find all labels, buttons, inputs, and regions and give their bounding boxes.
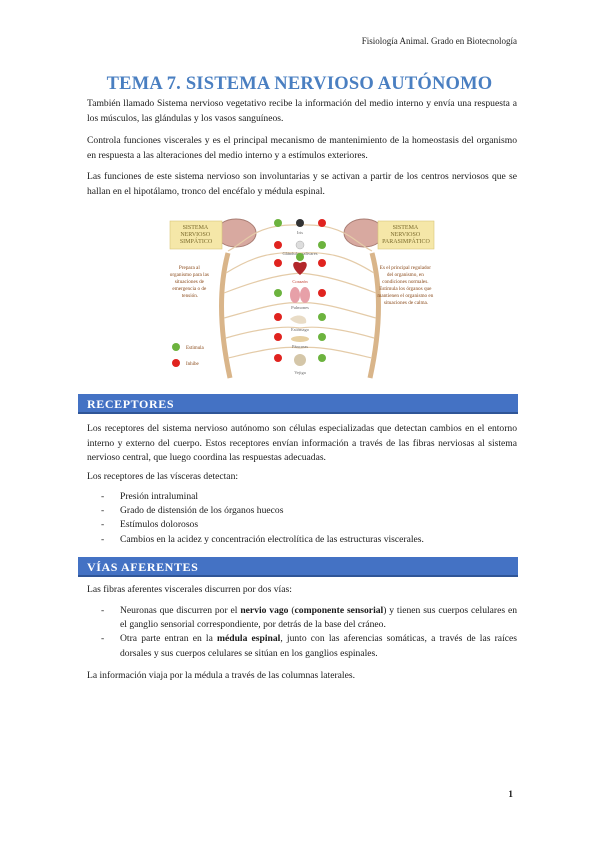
stimulate-dot <box>318 333 326 341</box>
organ-label-bladder: Vejiga <box>294 370 306 375</box>
organ-label-pancreas: Páncreas <box>292 344 308 349</box>
page-number: 1 <box>508 790 513 800</box>
sympathetic-description: Prepara al organismo para las situacione… <box>170 265 210 299</box>
heart-icon <box>293 261 307 275</box>
inhibit-dot <box>274 259 282 267</box>
inhibit-dot <box>318 289 326 297</box>
inhibit-dot <box>318 259 326 267</box>
legend-stimulate-swatch <box>172 343 180 351</box>
section-heading-receptores: RECEPTORES <box>78 394 518 414</box>
stimulate-dot <box>296 253 304 261</box>
list-item: - Otra parte entran en la médula espinal… <box>101 633 517 659</box>
intro-paragraph-2: Controla funciones viscerales y es el pr… <box>87 135 517 161</box>
list-item: - Neuronas que discurren por el nervio v… <box>101 605 518 631</box>
stimulate-dot <box>318 354 326 362</box>
list-item: -Estímulos dolorosos <box>101 519 199 531</box>
bladder-icon <box>294 354 306 366</box>
sympathetic-title: SISTEMA NERVIOSO SIMPÁTICO <box>180 225 213 245</box>
vias-paragraph-2: La información viaja por la médula a tra… <box>87 670 355 681</box>
organ-label-lungs: Pulmones <box>291 305 309 310</box>
pancreas-icon <box>291 336 309 342</box>
legend-stimulate-label: Estimula <box>186 346 205 351</box>
vias-list: - Neuronas que discurren por el nervio v… <box>87 604 517 661</box>
stimulate-dot <box>274 219 282 227</box>
inhibit-dot <box>274 333 282 341</box>
inhibit-dot <box>274 313 282 321</box>
receptores-paragraph-1: Los receptores del sistema nervioso autó… <box>87 423 517 463</box>
page-title: TEMA 7. SISTEMA NERVIOSO AUTÓNOMO <box>106 74 493 94</box>
right-spinal-cord <box>367 252 381 379</box>
legend-inhibit-swatch <box>172 359 180 367</box>
running-header: Fisiología Animal. Grado en Biotecnologí… <box>361 36 517 46</box>
right-lung-icon <box>300 287 310 303</box>
stimulate-dot <box>318 313 326 321</box>
list-item: -Presión intraluminal <box>101 491 199 502</box>
intro-paragraph-1: También llamado Sistema nervioso vegetat… <box>87 98 517 124</box>
inhibit-dot <box>318 219 326 227</box>
vias-paragraph-1: Las fibras aferentes viscerales discurre… <box>87 584 292 595</box>
receptores-paragraph-2: Los receptores de las vísceras detectan: <box>87 471 239 482</box>
nerve-lines <box>223 224 377 359</box>
stimulate-dot <box>274 289 282 297</box>
left-lung-icon <box>290 287 300 303</box>
sympathetic-title-box <box>169 220 223 250</box>
receptores-list: -Presión intraluminal -Grado de distensi… <box>87 490 517 547</box>
intro-paragraph-3: Las funciones de este sistema nervioso s… <box>87 171 517 197</box>
section-heading-vias-aferentes: VÍAS AFERENTES <box>78 557 518 577</box>
inhibit-dot <box>274 354 282 362</box>
autonomic-nervous-system-diagram: SISTEMA NERVIOSO SIMPÁTICO SISTEMA NERVI… <box>150 213 450 381</box>
iris-icon <box>296 219 304 227</box>
list-item: -Grado de distensión de los órganos huec… <box>101 505 284 517</box>
parasympathetic-description: Es el principal regulador del organismo,… <box>377 265 434 306</box>
stomach-icon <box>290 315 307 324</box>
salivary-glands-icon <box>295 240 305 250</box>
parasympathetic-title: SISTEMA NERVIOSO PARASIMPÁTICO <box>382 225 430 245</box>
organ-label-heart: Corazón <box>292 279 308 284</box>
effect-markers <box>274 219 326 362</box>
organ-label-iris: Iris <box>297 230 303 235</box>
stimulate-dot <box>318 241 326 249</box>
organ-label-stomach: Estómago <box>291 327 310 332</box>
list-item: -Cambios en la acidez y concentración el… <box>101 533 424 545</box>
parasympathetic-title-box <box>377 220 435 250</box>
inhibit-dot <box>274 241 282 249</box>
left-spinal-cord <box>219 252 233 379</box>
legend-inhibit-label: Inhibe <box>186 362 200 367</box>
